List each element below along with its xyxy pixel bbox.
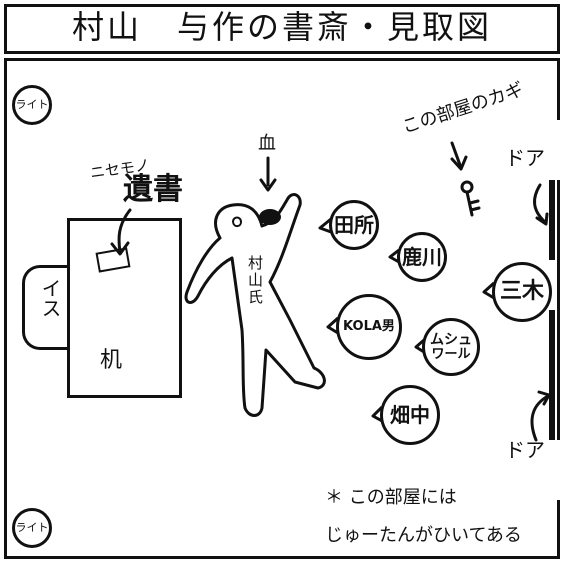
blood-label: 血 (258, 133, 276, 154)
chair (22, 265, 72, 350)
door-bottom[interactable] (549, 310, 555, 440)
page-title: 村山 与作の書斎・見取図 (71, 8, 492, 46)
door-label-bottom: ドア (505, 438, 545, 462)
desk-label: 机 (100, 348, 123, 373)
door-gap-top (553, 120, 563, 180)
door-top[interactable] (549, 180, 555, 260)
carpet-note-line1: ＊ この部屋には (325, 487, 457, 508)
carpet-note-line2: じゅーたんがひいてある (325, 525, 522, 546)
suspect-hatanaka[interactable]: 畑中 (380, 385, 440, 445)
room-outline (4, 58, 560, 559)
suspect-miki[interactable]: 三木 (492, 262, 552, 322)
suspect-tadokoro[interactable]: 田所 (329, 200, 379, 250)
suspect-kola[interactable]: KOLA男 (336, 294, 402, 360)
chair-label: イス (38, 278, 62, 318)
door-gap-bottom (553, 440, 563, 500)
light-top-left: ライト (12, 85, 52, 125)
door-label-top: ドア (505, 146, 545, 170)
will-label: 遺書 (123, 172, 183, 207)
suspect-mushuwaru[interactable]: ムシュ ワール (422, 318, 480, 376)
title-box (4, 4, 560, 54)
light-bottom-left: ライト (12, 508, 52, 548)
suspect-kanokawa[interactable]: 鹿川 (397, 232, 447, 282)
victim-name: 村山氏 (246, 255, 264, 306)
desk (67, 218, 182, 398)
